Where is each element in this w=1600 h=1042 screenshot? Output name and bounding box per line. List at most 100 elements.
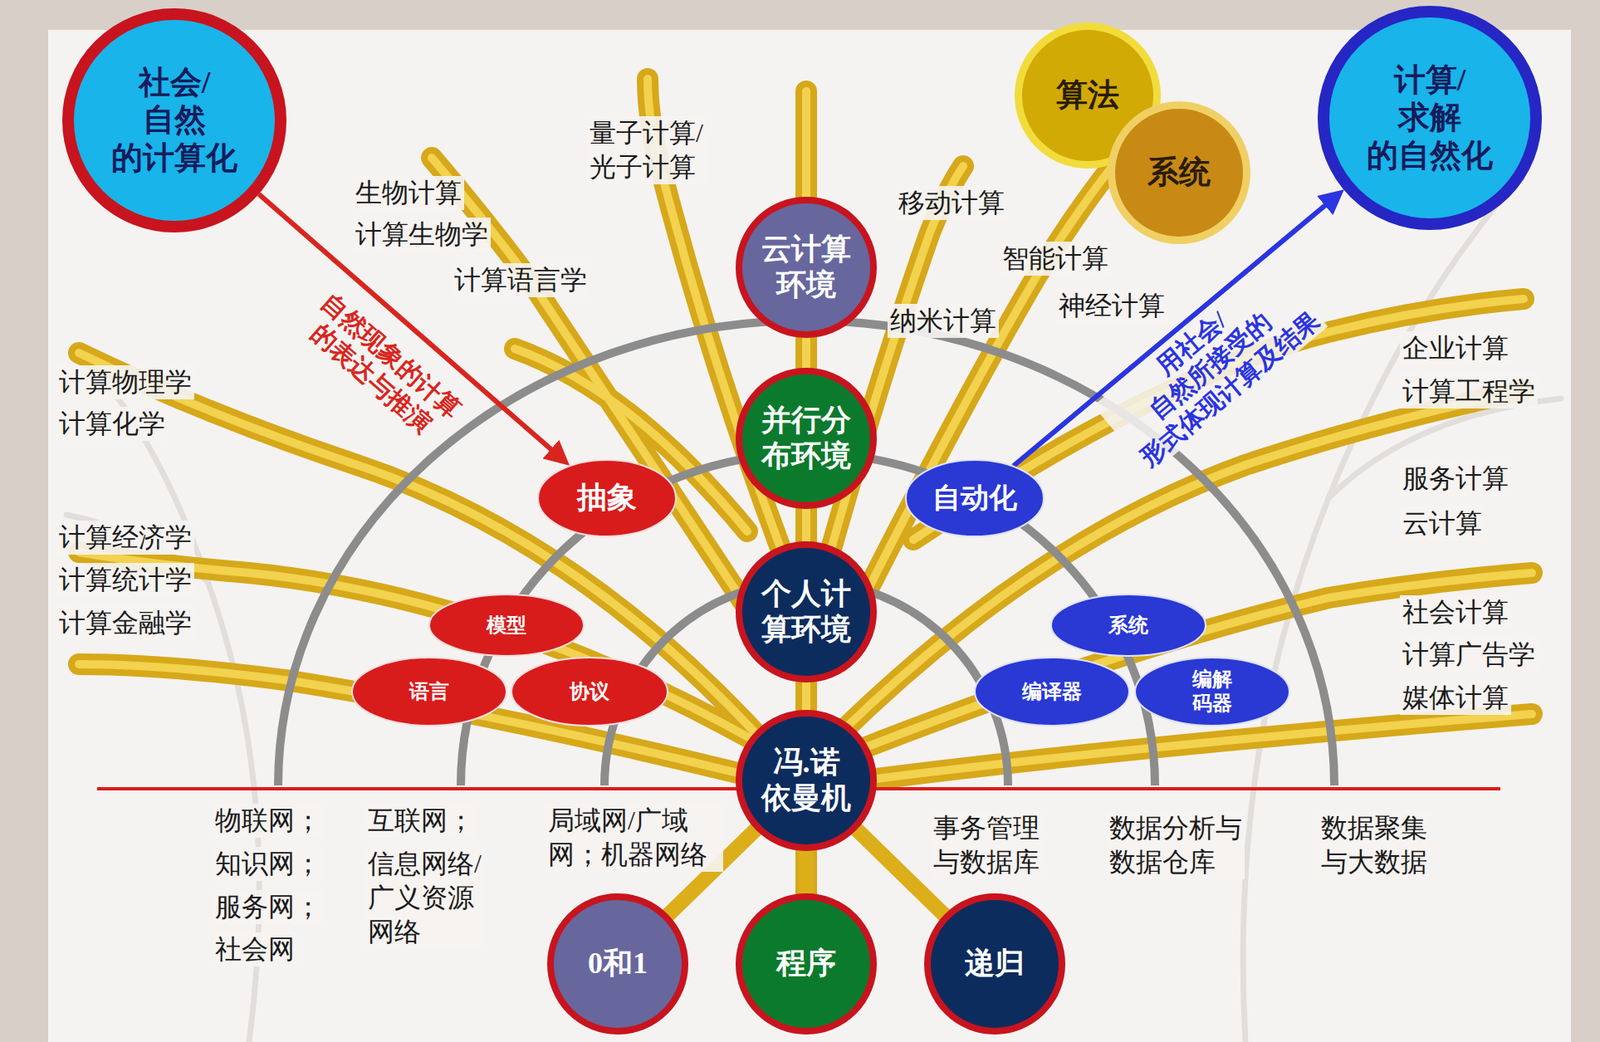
field-label: 媒体计算 — [1399, 680, 1512, 715]
node-text-group: 计算/求解 的自然化 — [1366, 61, 1493, 176]
automation-ellipse: 编译器 — [973, 656, 1131, 727]
concept-circle: 社会/自然 的计算化 — [62, 8, 287, 233]
node-label: 语言 — [409, 680, 450, 705]
node-text-group: 编译器 — [1022, 680, 1082, 705]
environment-circle: 并行分 布环境 — [735, 367, 877, 509]
node-label: 系统 — [1108, 613, 1149, 638]
node-shape — [550, 896, 686, 1032]
node-label: 0和1 — [587, 945, 648, 982]
node-label: 冯.诺 依曼机 — [761, 744, 852, 817]
automation-ellipse-outline — [1134, 656, 1291, 727]
field-label: 云计算 — [1399, 506, 1485, 541]
node-text-group: 程序 — [776, 945, 837, 982]
automation-ellipse: 系统 — [1050, 593, 1207, 657]
branch-highlight — [78, 78, 1532, 897]
field-label: 社会计算 — [1399, 595, 1512, 630]
field-label: 物联网； — [212, 803, 324, 838]
field-label: 计算工程学 — [1399, 374, 1538, 409]
node-shape — [68, 14, 281, 227]
field-label: 信息网络/ 广义资源 网络 — [365, 846, 485, 950]
environment-circle-outline — [735, 367, 877, 509]
abstraction-ellipse: 语言 — [351, 656, 508, 727]
environment-circle-outline — [735, 196, 877, 338]
node-label: 个人计 算环境 — [761, 576, 852, 648]
environment-circle: 云计算 环境 — [735, 196, 877, 338]
node-text-group: 系统 — [1147, 153, 1211, 192]
node-label: 系统 — [1147, 153, 1211, 192]
environment-circle: 个人计 算环境 — [735, 541, 877, 683]
node-shape — [905, 459, 1044, 537]
field-label: 计算化学 — [56, 406, 168, 441]
field-label: 量子计算/ 光子计算 — [587, 116, 706, 185]
field-label: 神经计算 — [1056, 288, 1168, 323]
node-text-group: 语言 — [409, 680, 450, 705]
field-label: 社会网 — [212, 932, 298, 967]
node-shape — [429, 594, 584, 656]
field-label: 事务管理 与数据库 — [930, 811, 1043, 880]
node-shape — [352, 657, 507, 726]
branch-body — [78, 78, 1532, 897]
node-text-group: 系统 — [1108, 613, 1149, 638]
field-label: 数据分析与 数据仓库 — [1106, 811, 1245, 880]
field-label: 计算物理学 — [56, 365, 195, 400]
node-text-group: 并行分 布环境 — [761, 402, 852, 475]
node-label: 编解 码器 — [1192, 667, 1233, 716]
node-text-group: 0和1 — [587, 945, 648, 982]
foundation-circle: 0和1 — [547, 893, 689, 1035]
node-text-group: 云计算 环境 — [761, 231, 852, 304]
foundation-circle: 程序 — [735, 893, 877, 1035]
abstraction-ellipse: 协议 — [510, 656, 669, 727]
flow-arrow — [259, 194, 563, 460]
field-label: 计算广告学 — [1399, 637, 1538, 672]
node-shape — [1051, 594, 1206, 656]
field-label: 计算金融学 — [56, 606, 195, 641]
node-label: 计算/求解 的自然化 — [1366, 61, 1493, 176]
node-label: 抽象 — [577, 479, 637, 516]
node-text-group: 个人计 算环境 — [761, 576, 852, 648]
node-shape — [1135, 657, 1290, 726]
node-shape — [511, 657, 668, 726]
field-label: 局域网/广域网；机器网络 — [545, 803, 724, 872]
node-text-group: 模型 — [486, 613, 527, 638]
abstraction-ellipse: 抽象 — [537, 459, 677, 538]
field-label: 服务网； — [212, 890, 324, 925]
node-label: 程序 — [776, 945, 837, 982]
node-shape — [738, 713, 874, 848]
node-label: 自动化 — [932, 481, 1018, 516]
node-shape — [1111, 105, 1248, 241]
node-shape — [738, 544, 874, 680]
field-label: 服务计算 — [1399, 461, 1512, 496]
field-label: 生物计算 — [352, 176, 465, 211]
node-text-group: 编解 码器 — [1192, 667, 1233, 716]
node-label: 递归 — [964, 945, 1025, 982]
node-shape — [538, 459, 676, 537]
node-shape — [974, 657, 1130, 726]
node-label: 协议 — [569, 680, 610, 705]
field-label: 计算经济学 — [56, 520, 195, 555]
node-shape — [738, 200, 874, 335]
node-label: 云计算 环境 — [761, 231, 852, 304]
machine-circle: 冯.诺 依曼机 — [735, 709, 877, 852]
node-text-group: 自动化 — [932, 481, 1018, 516]
node-text-group: 抽象 — [577, 479, 637, 516]
field-label: 企业计算 — [1399, 331, 1512, 366]
node-label: 并行分 布环境 — [761, 402, 852, 475]
node-text-group: 算法 — [1056, 76, 1120, 115]
field-label: 计算生物学 — [352, 217, 491, 252]
environment-circle-outline — [735, 541, 877, 683]
node-shape — [1323, 11, 1537, 225]
node-shape — [738, 896, 874, 1032]
automation-ellipse: 编解 码器 — [1134, 656, 1291, 727]
field-label: 纳米计算 — [887, 303, 999, 338]
arrow-label: 自然现象的计算 的表达与推演 — [293, 284, 470, 450]
field-label: 智能计算 — [999, 241, 1111, 276]
automation-ellipse: 自动化 — [905, 459, 1045, 538]
node-shape — [738, 371, 874, 506]
field-label: 计算语言学 — [451, 263, 590, 298]
foundation-circle: 递归 — [924, 893, 1066, 1035]
node-label: 社会/自然 的计算化 — [111, 63, 238, 178]
abstraction-ellipse: 模型 — [428, 593, 585, 657]
